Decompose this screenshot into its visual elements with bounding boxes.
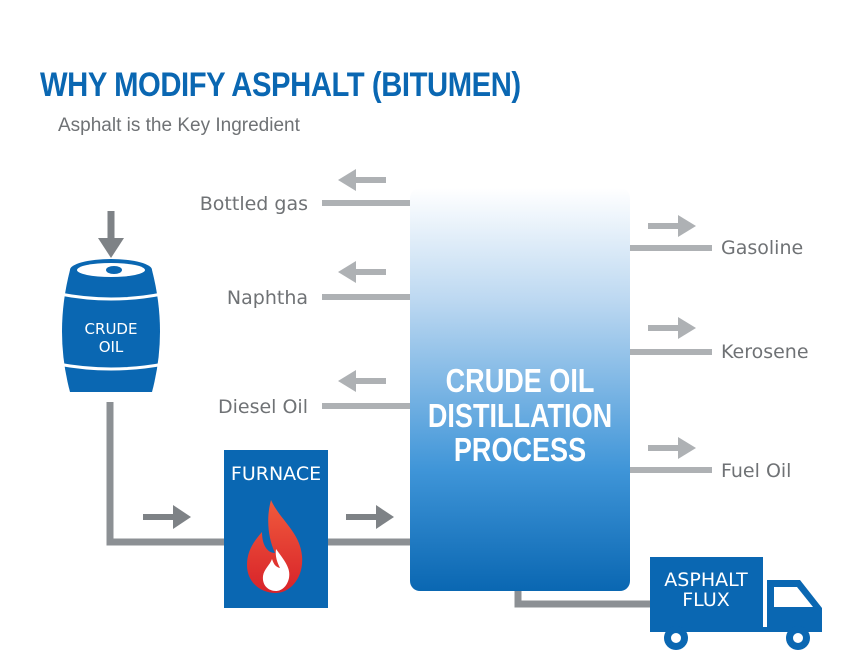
arrow-icon [98, 211, 124, 258]
arrow-icon [338, 261, 386, 283]
output-naphtha: Naphtha [227, 287, 308, 309]
truck-label-line1: ASPHALT [664, 569, 748, 591]
arrow-icon [648, 215, 696, 237]
arrow-icon [648, 317, 696, 339]
furnace-label: FURNACE [231, 463, 321, 485]
column-label-line3: PROCESS [454, 433, 586, 469]
output-bottled-gas: Bottled gas [200, 193, 308, 215]
column-label-line2: DISTILLATION [428, 399, 612, 435]
barrel-label-line1: CRUDE [85, 320, 138, 338]
furnace: FURNACE [224, 450, 328, 608]
flame-icon [247, 500, 303, 593]
side-draw-pipes [322, 200, 712, 473]
column-label-line1: CRUDE OIL [446, 364, 595, 400]
barrel-label-line2: OIL [99, 338, 124, 356]
truck-icon: ASPHALT FLUX [650, 557, 822, 650]
distillation-column: CRUDE OIL DISTILLATION PROCESS [410, 188, 630, 591]
arrow-icon [338, 169, 386, 191]
output-fuel-oil: Fuel Oil [721, 460, 791, 482]
truck-label-line2: FLUX [682, 589, 730, 611]
output-kerosene: Kerosene [721, 341, 809, 363]
arrow-icon [648, 437, 696, 459]
output-diesel-oil: Diesel Oil [218, 396, 308, 418]
arrow-icon [143, 505, 191, 529]
page-subtitle: Asphalt is the Key Ingredient [58, 115, 300, 136]
crude-oil-barrel: CRUDE OIL [57, 259, 165, 392]
arrow-icon [346, 505, 394, 529]
feed-pipe [106, 402, 650, 608]
page-title: WHY MODIFY ASPHALT (BITUMEN) [40, 66, 521, 104]
arrow-icon [338, 370, 386, 392]
output-gasoline: Gasoline [721, 237, 803, 259]
